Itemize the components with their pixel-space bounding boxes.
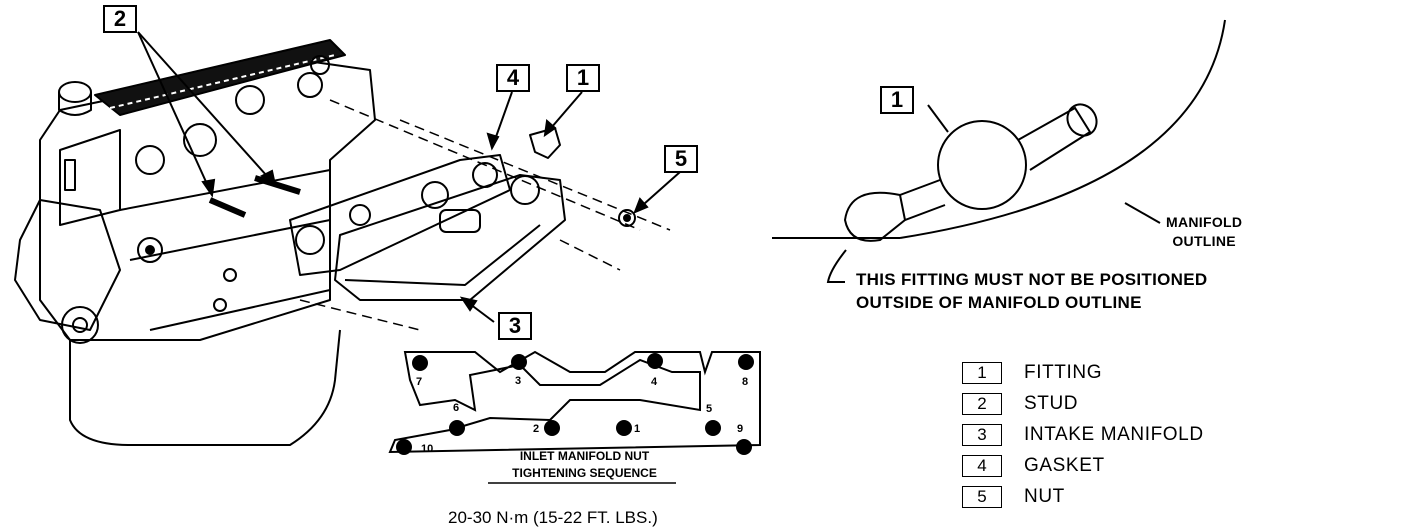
oil-cap: [58, 81, 92, 103]
sequence-title-line2: TIGHTENING SEQUENCE: [512, 466, 657, 480]
warning-line-1: THIS FITTING MUST NOT BE POSITIONED: [856, 270, 1208, 289]
nut-4: [647, 353, 663, 369]
valve-cover: [94, 39, 346, 116]
timing-cover: [14, 199, 121, 331]
nut-8: [738, 354, 754, 370]
legend-label: INTAKE MANIFOLD: [1024, 424, 1204, 445]
sequence-plate-outline: [388, 350, 761, 454]
legend-num: 4: [962, 455, 1002, 477]
torque-spec: 20-30 N·m (15-22 FT. LBS.): [448, 508, 658, 527]
fitting-body: [937, 120, 1027, 210]
fitting-tube: [1017, 106, 1092, 171]
legend-num: 3: [962, 424, 1002, 446]
nut-7: [412, 355, 428, 371]
nut-5: [705, 420, 721, 436]
nut-1: [616, 420, 632, 436]
oil-pan-outline: [69, 329, 341, 446]
legend-label: GASKET: [1024, 455, 1105, 476]
legend-row-stud: 2 STUD: [962, 392, 1078, 416]
crank-pulley: [61, 306, 99, 344]
legend-num: 2: [962, 393, 1002, 415]
manifold-outline-label: MANIFOLD OUTLINE: [1166, 214, 1243, 249]
callout-gasket: 4: [496, 64, 530, 92]
manifold-outline-curve: [899, 19, 1226, 239]
nut-drawing: [618, 209, 636, 227]
legend-num: 5: [962, 486, 1002, 508]
leader-stud-a: [137, 31, 213, 196]
callout-intake-manifold: 3: [498, 312, 532, 340]
callout-fitting-detail: 1: [880, 86, 914, 114]
nut-2: [544, 420, 560, 436]
warning-line-2: OUTSIDE OF MANIFOLD OUTLINE: [856, 293, 1142, 312]
legend-label: FITTING: [1024, 362, 1103, 383]
nut-9: [736, 439, 752, 455]
legend-row-nut: 5 NUT: [962, 485, 1065, 509]
nut-label-1: 1: [634, 423, 640, 435]
nut-6: [449, 420, 465, 436]
legend-label: STUD: [1024, 393, 1079, 414]
callout-fitting: 1: [566, 64, 600, 92]
legend-row-fitting: 1 FITTING: [962, 361, 1102, 385]
legend-row-gasket: 4 GASKET: [962, 454, 1105, 478]
callout-nut: 5: [664, 145, 698, 173]
nut-label-6: 6: [453, 402, 459, 414]
nut-label-8: 8: [742, 376, 748, 388]
callout-stud: 2: [103, 5, 137, 33]
fitting-detail-view: [772, 19, 1226, 283]
nut-label-10: 10: [421, 443, 433, 455]
legend-num: 1: [962, 362, 1002, 384]
nut-label-3: 3: [515, 375, 521, 387]
nut-label-2: 2: [533, 423, 539, 435]
leader-stud-b: [137, 31, 276, 186]
nut-label-5: 5: [706, 403, 712, 415]
sequence-nuts: [396, 353, 754, 455]
nut-label-4: 4: [651, 376, 658, 388]
nut-label-9: 9: [737, 423, 743, 435]
legend-row-intake-manifold: 3 INTAKE MANIFOLD: [962, 423, 1204, 447]
nut-10: [396, 439, 412, 455]
nut-3: [511, 354, 527, 370]
sequence-title-line1: INLET MANIFOLD NUT: [519, 449, 650, 463]
legend-label: NUT: [1024, 486, 1065, 507]
nut-label-7: 7: [416, 376, 422, 388]
